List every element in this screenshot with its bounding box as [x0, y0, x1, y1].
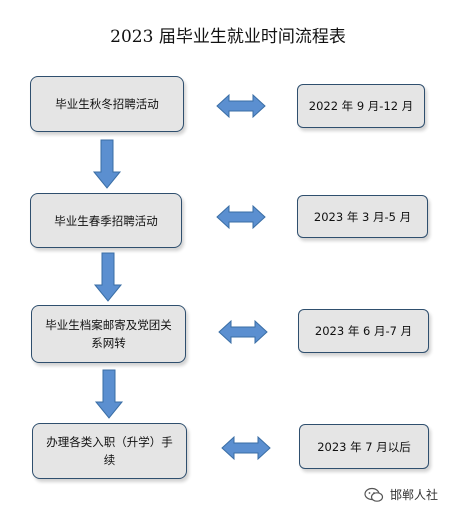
- down-arrow-icon: [94, 369, 124, 419]
- stage-box-1: 毕业生秋冬招聘活动: [30, 76, 184, 132]
- wechat-icon: [364, 487, 384, 502]
- stage-box-2: 毕业生春季招聘活动: [30, 193, 182, 248]
- date-box-1: 2022 年 9 月-12 月: [297, 84, 425, 128]
- date-box-3: 2023 年 6 月-7 月: [298, 309, 429, 353]
- double-arrow-icon: [216, 204, 266, 230]
- stage-box-3: 毕业生档案邮寄及党团关系网转: [31, 305, 186, 363]
- stage-box-4: 办理各类入职（升学）手续: [32, 423, 187, 479]
- diagram-title: 2023 届毕业生就业时间流程表: [110, 27, 346, 47]
- down-arrow-icon: [92, 139, 122, 189]
- double-arrow-icon: [218, 319, 268, 345]
- date-box-4: 2023 年 7 月以后: [299, 424, 429, 469]
- down-arrow-icon: [93, 252, 123, 302]
- double-arrow-icon: [216, 93, 266, 119]
- watermark-text: 邯郸人社: [390, 488, 439, 502]
- watermark: 邯郸人社: [364, 486, 438, 503]
- double-arrow-icon: [221, 435, 271, 461]
- date-box-2: 2023 年 3 月-5 月: [297, 195, 428, 238]
